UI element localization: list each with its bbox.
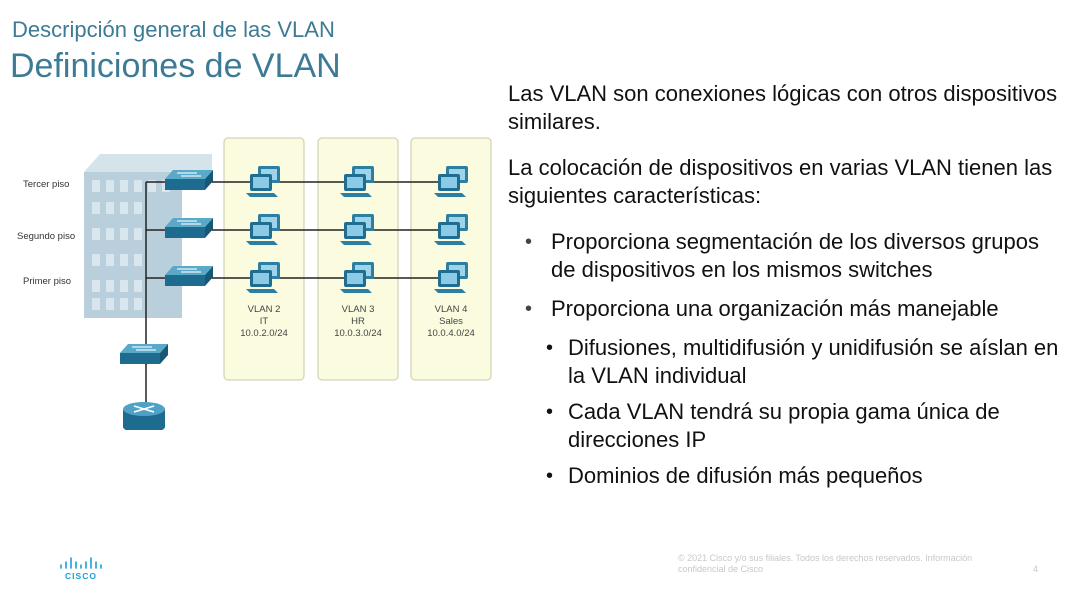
vlan2-subnet: 10.0.2.0/24 xyxy=(240,328,288,339)
vlan2-name: VLAN 2 xyxy=(248,304,281,315)
sub-bullet-item: Difusiones, multidifusión y unidifusión … xyxy=(508,334,1068,390)
distribution-switch xyxy=(119,343,169,365)
vlan-diagram: Tercer piso Segundo piso Primer piso VLA… xyxy=(17,137,492,430)
switch-third-floor xyxy=(164,169,214,191)
switch-second-floor xyxy=(164,217,214,239)
floor-label-3: Tercer piso xyxy=(23,179,69,190)
logo-text: CISCO xyxy=(65,571,97,581)
floor-label-2: Segundo piso xyxy=(17,231,75,242)
building xyxy=(84,154,212,318)
sub-bullet-item: Dominios de difusión más pequeños xyxy=(508,462,1068,490)
router-icon xyxy=(123,364,165,430)
paragraph-2: La colocación de dispositivos en varias … xyxy=(508,155,1053,208)
cisco-logo: CISCO xyxy=(60,557,102,581)
vlan2-dept: IT xyxy=(260,316,269,327)
vlan3-name: VLAN 3 xyxy=(342,304,375,315)
paragraph-1: Las VLAN son conexiones lógicas con otro… xyxy=(508,81,1058,134)
content-text: Las VLAN son conexiones lógicas con otro… xyxy=(508,80,1068,498)
copyright-footer: © 2021 Cisco y/o sus filiales. Todos los… xyxy=(678,553,973,574)
bullet-list: Proporciona segmentación de los diversos… xyxy=(508,228,1068,490)
bullet-item: Proporciona segmentación de los diversos… xyxy=(508,228,1068,284)
vlan3-subnet: 10.0.3.0/24 xyxy=(334,328,382,339)
switch-first-floor xyxy=(164,265,214,287)
bullet-item: Proporciona una organización más manejab… xyxy=(508,295,1068,323)
page-number: 4 xyxy=(1033,564,1039,574)
vlan-boxes xyxy=(223,137,492,381)
section-subtitle: Descripción general de las VLAN xyxy=(12,17,335,42)
vlan3-dept: HR xyxy=(351,316,365,327)
vlan4-subnet: 10.0.4.0/24 xyxy=(427,328,475,339)
sub-bullet-item: Cada VLAN tendrá su propia gama única de… xyxy=(508,398,1068,454)
vlan4-name: VLAN 4 xyxy=(435,304,468,315)
floor-label-1: Primer piso xyxy=(23,276,71,287)
page-title: Definiciones de VLAN xyxy=(10,47,341,85)
vlan4-dept: Sales xyxy=(439,316,463,327)
network-links xyxy=(145,181,446,365)
